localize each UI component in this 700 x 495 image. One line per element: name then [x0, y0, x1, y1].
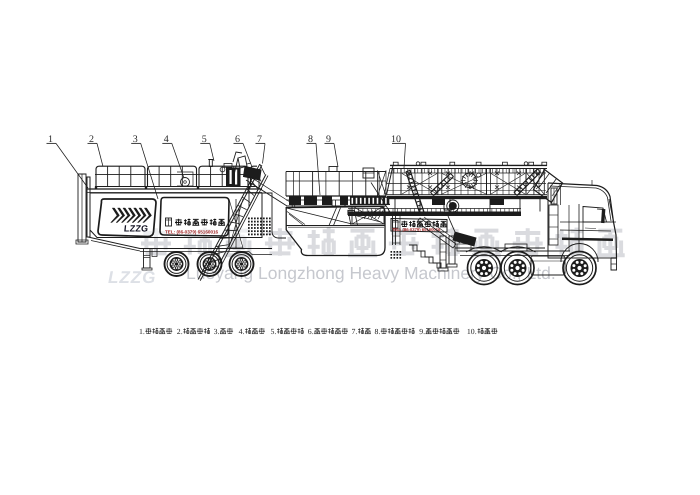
svg-text:4.: 4. [239, 327, 245, 336]
svg-text:9.: 9. [419, 327, 425, 336]
svg-text:TEL: (86-0379) 65160016: TEL: (86-0379) 65160016 [165, 230, 219, 235]
svg-text:9: 9 [326, 134, 331, 145]
svg-text:10: 10 [391, 134, 401, 145]
svg-text:3: 3 [133, 134, 138, 145]
svg-text:TEL: (86-0379) 65160016: TEL: (86-0379) 65160016 [392, 227, 441, 232]
svg-text:2.: 2. [177, 327, 183, 336]
svg-text:Luoyang Longzhong Heavy Machin: Luoyang Longzhong Heavy Machinery Co., L… [186, 263, 556, 283]
svg-text:7: 7 [257, 134, 262, 145]
svg-text:8.: 8. [375, 327, 381, 336]
svg-text:2: 2 [89, 134, 94, 145]
svg-text:3.: 3. [214, 327, 220, 336]
svg-text:6: 6 [235, 134, 240, 145]
svg-text:4: 4 [164, 134, 169, 145]
svg-text:8: 8 [308, 134, 313, 145]
svg-text:LZZG: LZZG [123, 224, 148, 234]
svg-text:1: 1 [48, 134, 53, 145]
svg-text:6.: 6. [308, 327, 314, 336]
svg-text:LZZG: LZZG [108, 268, 156, 287]
svg-text:1.: 1. [139, 327, 145, 336]
svg-text:5.: 5. [271, 327, 277, 336]
svg-text:5: 5 [202, 134, 207, 145]
svg-text:7.: 7. [352, 327, 358, 336]
svg-text:10.: 10. [467, 327, 477, 336]
